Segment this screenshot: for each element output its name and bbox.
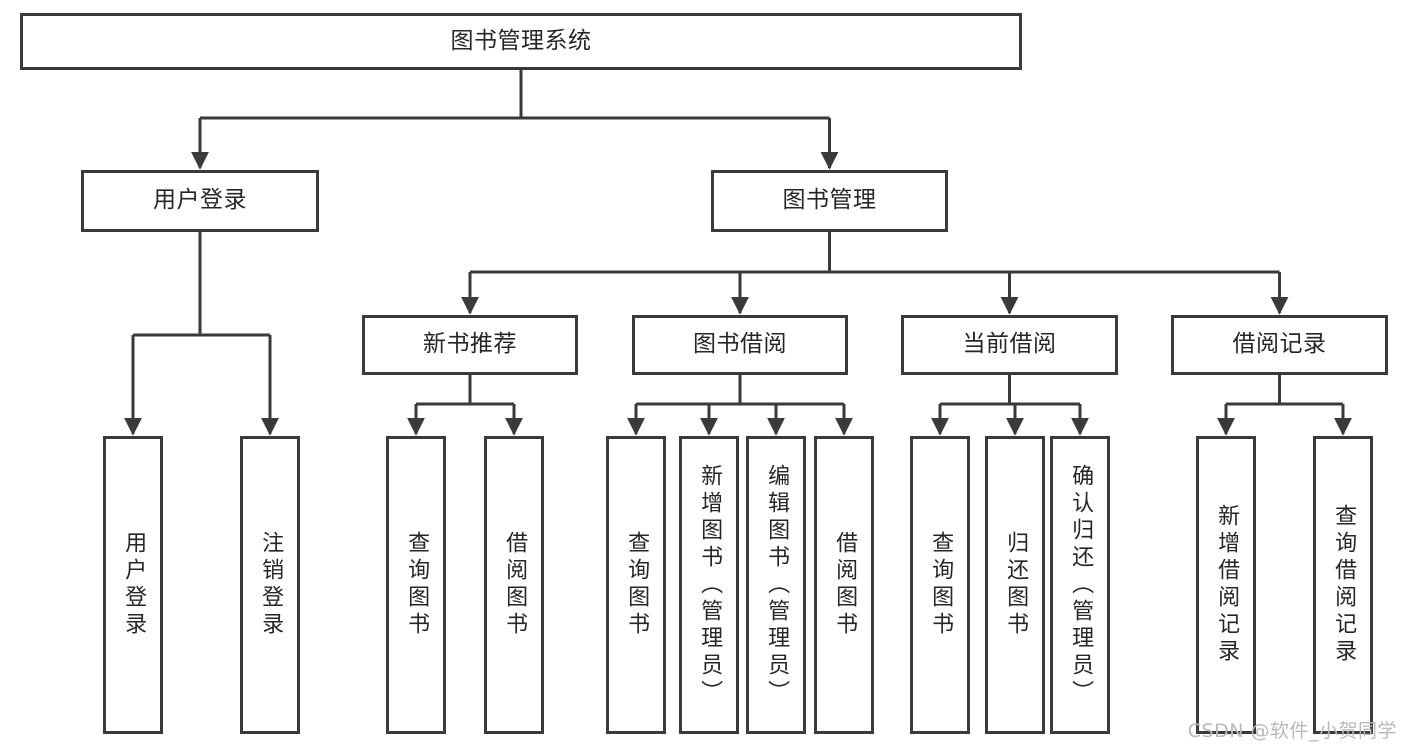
node-level3-borrow-record[interactable]: 借阅记录: [1171, 315, 1388, 375]
node-label: 新增图书（管理员）: [697, 463, 723, 707]
node-level2-user-login[interactable]: 用户登录: [81, 170, 319, 232]
node-leaf-leaf-add-record[interactable]: 新增借阅记录: [1196, 436, 1256, 734]
node-label: 图书管理: [782, 187, 877, 214]
node-label: 注销登录: [258, 531, 284, 639]
node-leaf-leaf-query-book-rec[interactable]: 查询图书: [386, 436, 446, 734]
node-label: 查询图书: [624, 531, 650, 639]
node-label: 用户登录: [121, 531, 147, 639]
node-label: 查询借阅记录: [1331, 504, 1357, 666]
node-label: 借阅图书: [502, 531, 528, 639]
watermark-label: CSDN @软件_小贺同学: [1187, 720, 1397, 742]
node-label: 借阅记录: [1232, 331, 1327, 358]
node-root-root[interactable]: 图书管理系统: [20, 13, 1022, 70]
node-leaf-leaf-confirm-return[interactable]: 确认归还（管理员）: [1050, 436, 1110, 734]
node-level3-current-borrow[interactable]: 当前借阅: [901, 315, 1118, 375]
node-label: 图书管理系统: [450, 27, 592, 54]
node-leaf-leaf-user-login[interactable]: 用户登录: [103, 436, 163, 734]
node-leaf-leaf-borrow-book[interactable]: 借阅图书: [814, 436, 874, 734]
node-label: 查询图书: [404, 531, 430, 639]
node-level3-book-borrow[interactable]: 图书借阅: [632, 315, 848, 375]
node-label: 当前借阅: [962, 331, 1057, 358]
node-leaf-leaf-borrow-book-rec[interactable]: 借阅图书: [484, 436, 544, 734]
node-level3-new-book-rec[interactable]: 新书推荐: [362, 315, 578, 375]
node-label: 借阅图书: [832, 531, 858, 639]
node-leaf-leaf-add-book[interactable]: 新增图书（管理员）: [679, 436, 739, 734]
node-leaf-leaf-query-book-borrow[interactable]: 查询图书: [606, 436, 666, 734]
node-leaf-leaf-query-book-cur[interactable]: 查询图书: [910, 436, 970, 734]
node-leaf-leaf-query-record[interactable]: 查询借阅记录: [1313, 436, 1373, 734]
node-level2-book-manage[interactable]: 图书管理: [711, 170, 948, 232]
node-label: 归还图书: [1003, 531, 1029, 639]
node-label: 用户登录: [153, 187, 247, 214]
node-leaf-leaf-return-book[interactable]: 归还图书: [985, 436, 1045, 734]
node-label: 图书借阅: [693, 331, 787, 358]
node-label: 编辑图书（管理员）: [764, 463, 790, 707]
node-leaf-leaf-logout[interactable]: 注销登录: [240, 436, 300, 734]
node-leaf-leaf-edit-book[interactable]: 编辑图书（管理员）: [746, 436, 806, 734]
node-label: 新书推荐: [423, 331, 517, 358]
node-label: 查询图书: [928, 531, 954, 639]
node-label: 新增借阅记录: [1214, 504, 1240, 666]
node-label: 确认归还（管理员）: [1068, 463, 1094, 707]
